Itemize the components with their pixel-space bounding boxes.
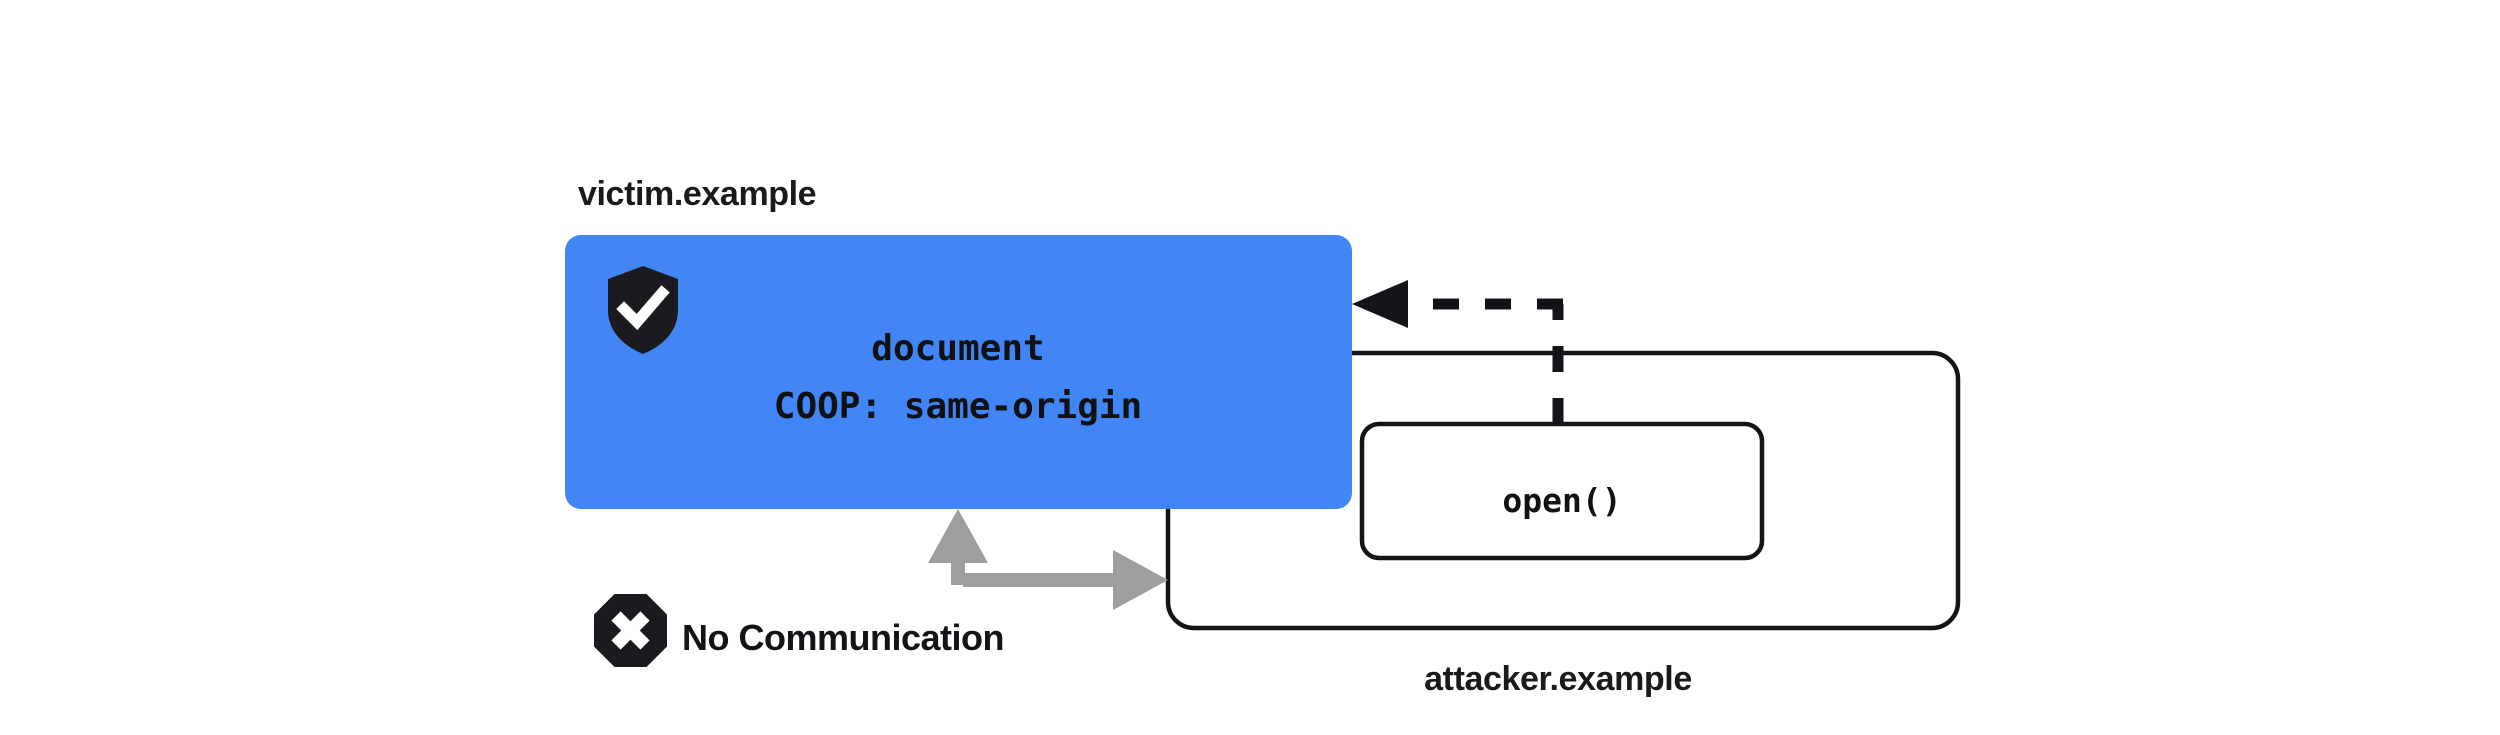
no-communication-arrow — [928, 509, 1168, 610]
octagon-x-icon — [594, 594, 667, 667]
victim-doc-line1: document — [871, 328, 1044, 369]
attacker-domain-label: attacker.example — [1424, 660, 1692, 698]
open-dashed-arrow — [1352, 280, 1564, 424]
no-communication-label: No Communication — [682, 617, 1004, 658]
victim-document-box — [565, 235, 1352, 509]
shield-check-icon — [608, 266, 678, 354]
open-method-box[interactable]: open() — [1359, 421, 1765, 561]
victim-doc-line2: COOP: same-origin — [774, 386, 1142, 427]
open-method-label: open() — [1502, 481, 1621, 520]
victim-domain-label: victim.example — [578, 175, 816, 213]
